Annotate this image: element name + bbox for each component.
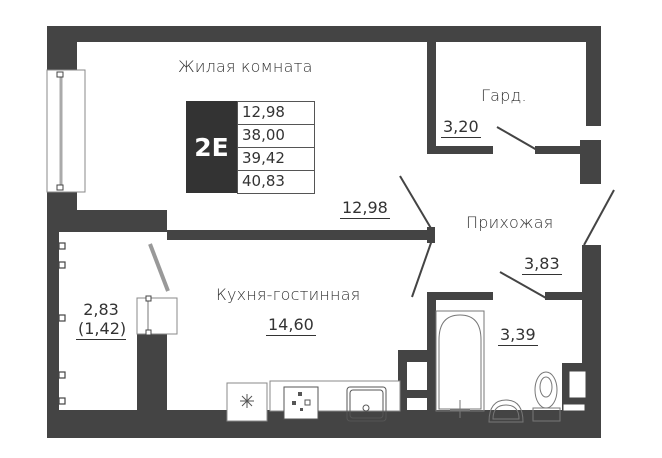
walls — [47, 26, 601, 438]
washbasin-icon — [488, 399, 524, 423]
window — [46, 69, 86, 193]
stove-icon — [283, 386, 319, 420]
bathtub-icon — [435, 310, 485, 418]
area-summary: 12,98 38,00 39,42 40,83 — [237, 101, 315, 194]
room-area-balcony: 2,83 (1,42) — [76, 300, 127, 340]
room-name-wardrobe: Гард. — [481, 86, 527, 105]
room-area-kitchen-living: 14,60 — [266, 315, 316, 336]
washing-machine-icon — [562, 370, 587, 412]
balcony-door — [136, 243, 178, 336]
room-name-hallway: Прихожая — [466, 213, 554, 232]
kitchen-sink-icon — [346, 386, 387, 422]
fridge-icon — [240, 394, 254, 408]
room-area-wardrobe: 3,20 — [441, 117, 481, 138]
apartment-code: 2E — [186, 101, 237, 193]
room-area-living: 12,98 — [340, 198, 390, 219]
toilet-icon — [532, 371, 561, 422]
area-value: 38,00 — [237, 124, 315, 147]
room-area-hallway: 3,83 — [522, 254, 562, 275]
apartment-badge: 2E 12,98 38,00 39,42 40,83 — [186, 101, 316, 194]
room-name-living: Жилая комната — [178, 57, 313, 76]
balcony-railing — [58, 242, 66, 405]
area-value: 40,83 — [237, 170, 315, 194]
area-value: 39,42 — [237, 147, 315, 170]
room-area-bathroom: 3,39 — [498, 325, 538, 346]
room-name-kitchen-living: Кухня-гостинная — [216, 285, 361, 304]
door-swings — [399, 126, 615, 299]
area-value: 12,98 — [237, 101, 315, 124]
